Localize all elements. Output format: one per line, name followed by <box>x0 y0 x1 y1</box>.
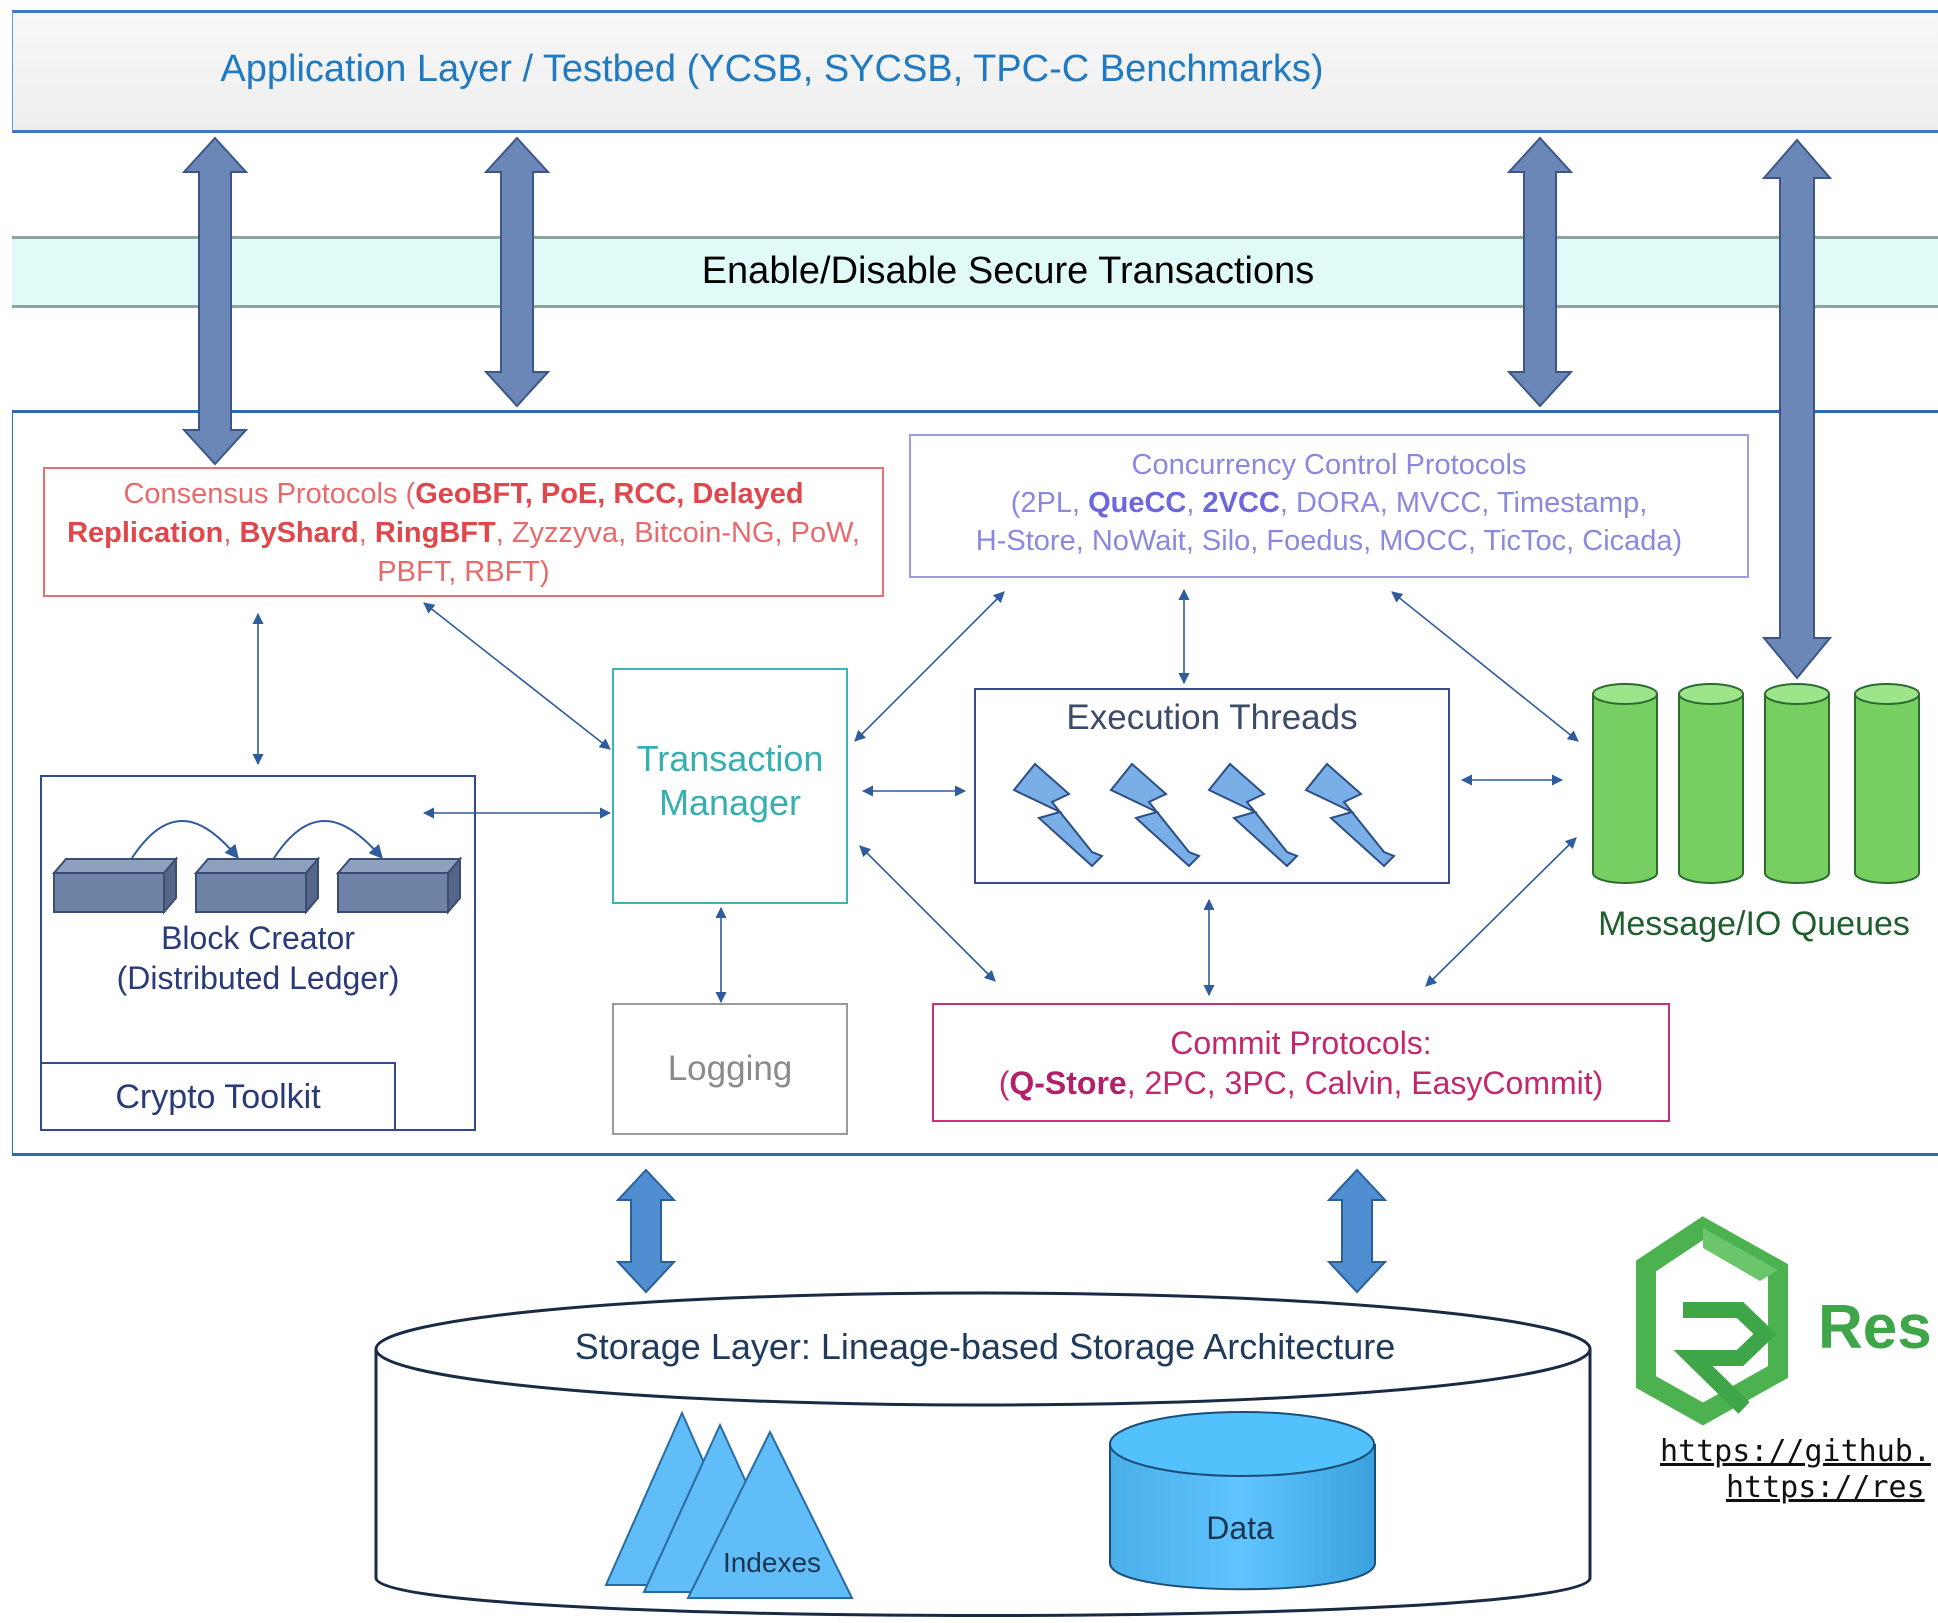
transaction-manager-line-1: Transaction <box>636 738 824 779</box>
concurrency-title: Concurrency Control Protocols <box>1131 449 1527 481</box>
commit-protocols-box: Commit Protocols: (Q-Store, 2PC, 3PC, Ca… <box>932 1003 1670 1122</box>
website-link[interactable]: https://res <box>1726 1470 1925 1505</box>
application-layer-band <box>12 10 1938 133</box>
ledger-blocks <box>51 819 463 915</box>
consensus-prefix: Consensus Protocols ( <box>123 478 416 510</box>
execution-threads-label: Execution Threads <box>1066 698 1358 737</box>
thread-bolts <box>1012 762 1396 868</box>
app-arrow-3 <box>1506 136 1574 408</box>
app-arrow-2 <box>483 136 551 408</box>
concurrency-line-2: (2PL, QueCC, 2VCC, DORA, MVCC, Timestamp… <box>911 484 1747 522</box>
connector-txn-concurrency <box>854 591 1005 742</box>
application-layer-label: Application Layer / Testbed (YCSB, SYCSB… <box>220 48 1324 90</box>
commit-line-2: (Q-Store, 2PC, 3PC, Calvin, EasyCommit) <box>934 1063 1668 1103</box>
concurrency-bold-1: QueCC <box>1088 487 1187 519</box>
consensus-protocols-box: Consensus Protocols (GeoBFT, PoE, RCC, D… <box>43 467 884 597</box>
transaction-manager-line-2: Manager <box>658 782 802 823</box>
storage-layer-label: Storage Layer: Lineage-based Storage Arc… <box>574 1326 1396 1367</box>
connector-consensus-txn <box>423 602 611 750</box>
app-arrow-1 <box>181 136 249 466</box>
concurrency-control-box: Concurrency Control Protocols (2PL, QueC… <box>909 434 1749 578</box>
resilientdb-logo-icon <box>1636 1216 1788 1426</box>
block-creator-line-1: Block Creator <box>161 920 355 956</box>
consensus-sep-2: , <box>358 517 375 549</box>
commit-prefix: ( <box>998 1065 1010 1101</box>
concurrency-prefix: (2PL, <box>1010 487 1089 519</box>
consensus-sep-1: , <box>223 517 240 549</box>
commit-suffix: , 2PC, 3PC, Calvin, EasyCommit) <box>1126 1065 1604 1101</box>
indexes-icon <box>604 1410 854 1599</box>
secure-transactions-band <box>12 236 1938 308</box>
crypto-toolkit-box: Crypto Toolkit <box>40 1062 396 1131</box>
message-queues-label: Message/IO Queues <box>1598 905 1910 943</box>
app-arrow-4 <box>1761 138 1833 680</box>
commit-title: Commit Protocols: <box>1170 1025 1432 1061</box>
message-queues <box>1592 683 1920 884</box>
data-label: Data <box>1206 1510 1274 1546</box>
storage-arrow-2 <box>1326 1168 1388 1294</box>
storage-arrow-1 <box>615 1168 677 1294</box>
connector-concurrency-queues <box>1391 591 1579 742</box>
transaction-manager-box: Transaction Manager <box>612 668 848 904</box>
connector-txn-commit <box>859 845 996 982</box>
indexes-label: Indexes <box>722 1547 822 1578</box>
logging-box: Logging <box>612 1003 848 1135</box>
block-creator-label: Block Creator (Distributed Ledger) <box>40 918 476 998</box>
logo-text: Res <box>1818 1293 1932 1362</box>
execution-threads-box <box>974 688 1450 884</box>
concurrency-sep-1: , <box>1186 487 1203 519</box>
github-link[interactable]: https://github. <box>1660 1434 1931 1469</box>
consensus-bold-3: RingBFT <box>374 517 496 549</box>
concurrency-suffix: , DORA, MVCC, Timestamp, <box>1279 487 1648 519</box>
commit-bold-1: Q-Store <box>1009 1065 1127 1101</box>
block-creator-line-2: (Distributed Ledger) <box>116 960 400 996</box>
secure-transactions-label: Enable/Disable Secure Transactions <box>701 250 1315 292</box>
consensus-bold-1: GeoBFT, PoE, RCC, Delayed Replication <box>67 478 804 549</box>
connector-queues-commit <box>1425 837 1577 987</box>
consensus-suffix: , Zyzzyva, Bitcoin-NG, PoW, PBFT, RBFT) <box>377 517 860 588</box>
consensus-bold-2: ByShard <box>239 517 359 549</box>
data-cylinder-icon <box>1109 1411 1376 1591</box>
concurrency-line-3: H-Store, NoWait, Silo, Foedus, MOCC, Tic… <box>975 525 1683 557</box>
concurrency-bold-2: 2VCC <box>1202 487 1280 519</box>
